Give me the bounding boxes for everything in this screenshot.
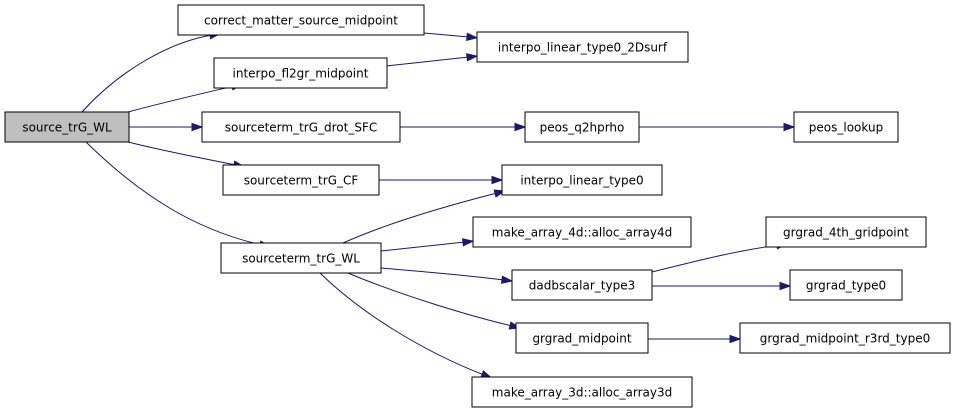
edge-n9-n16: [319, 272, 493, 379]
arrowhead: [783, 122, 796, 132]
nodes-layer: source_trG_WL correct_matter_source_midpo…: [4, 4, 951, 408]
node-grgrad-4th-gridpoint[interactable]: grgrad_4th_gridpoint: [765, 216, 927, 248]
node-correct-matter-source-midpoint[interactable]: correct_matter_source_midpoint: [177, 4, 425, 36]
node-box: [222, 164, 380, 196]
node-interpo-fl2gr-midpoint[interactable]: interpo_fl2gr_midpoint: [213, 57, 388, 89]
node-sourceterm-trg-wl[interactable]: sourceterm_trG_WL: [220, 242, 382, 274]
node-make-array-4d-alloc-array4d[interactable]: make_array_4d::alloc_array4d: [472, 216, 692, 248]
node-box: [4, 111, 130, 143]
arrowhead: [191, 122, 204, 132]
node-box: [472, 216, 692, 248]
edge-line: [423, 32, 470, 38]
edge-n7-n8: [379, 175, 504, 185]
edge-line: [127, 141, 237, 166]
arrowhead: [466, 53, 479, 62]
edge-line: [319, 272, 485, 376]
edge-n0-n4: [129, 122, 204, 132]
node-box: [739, 322, 951, 354]
edge-n14-n15: [648, 334, 742, 344]
edge-line: [380, 241, 466, 252]
node-label: sourceterm_trG_WL: [242, 252, 360, 266]
node-box: [524, 111, 640, 143]
node-label: grgrad_midpoint: [532, 332, 631, 346]
arrowhead: [500, 275, 514, 284]
arrowhead: [729, 334, 742, 344]
node-label: grgrad_midpoint_r3rd_type0: [760, 332, 930, 346]
node-source-trg-wl: source_trG_WL: [4, 111, 130, 143]
node-sourceterm-trg-drot-sfc[interactable]: sourceterm_trG_drot_SFC: [201, 111, 401, 143]
edge-n0-n7: [127, 141, 246, 169]
edge-n11-n13: [652, 281, 792, 291]
edge-line: [85, 141, 263, 246]
node-box: [476, 31, 689, 63]
node-label: sourceterm_trG_CF: [244, 174, 359, 188]
node-box: [201, 111, 401, 143]
node-peos-q2hprho[interactable]: peos_q2hprho: [524, 111, 640, 143]
node-box: [471, 376, 693, 408]
node-label: make_array_4d::alloc_array4d: [492, 226, 672, 240]
edge-line: [347, 272, 513, 327]
node-box: [765, 216, 927, 248]
node-box: [177, 4, 425, 36]
node-grgrad-midpoint[interactable]: grgrad_midpoint: [515, 322, 649, 354]
edge-n0-n1: [81, 31, 222, 113]
edge-n9-n11: [380, 267, 514, 284]
node-label: grgrad_4th_gridpoint: [783, 226, 909, 240]
node-label: grgrad_type0: [806, 279, 886, 293]
node-box: [501, 164, 663, 196]
node-grgrad-midpoint-r3rd-type0[interactable]: grgrad_midpoint_r3rd_type0: [739, 322, 951, 354]
node-dadbscalar-type3[interactable]: dadbscalar_type3: [511, 269, 653, 301]
edge-line: [380, 267, 505, 281]
edge-n4-n5: [400, 122, 527, 132]
edge-n9-n10: [380, 238, 475, 252]
node-interpo-linear-type0[interactable]: interpo_linear_type0: [501, 164, 663, 196]
node-label: interpo_linear_type0_2Dsurf: [498, 41, 668, 55]
node-box: [793, 111, 899, 143]
node-label: dadbscalar_type3: [529, 279, 635, 293]
arrowhead: [491, 175, 504, 185]
node-label: peos_q2hprho: [540, 121, 625, 135]
node-sourceterm-trg-cf[interactable]: sourceterm_trG_CF: [222, 164, 380, 196]
edge-line: [651, 244, 780, 273]
node-label: source_trG_WL: [22, 121, 112, 135]
edge-line: [127, 85, 235, 113]
arrowhead: [514, 122, 527, 132]
edge-n3-n2: [385, 53, 479, 67]
node-label: interpo_linear_type0: [520, 174, 643, 188]
edge-line: [385, 56, 470, 67]
arrowhead: [779, 281, 792, 291]
edge-line: [342, 192, 498, 244]
arrowhead: [462, 238, 475, 247]
edge-n5-n6: [639, 122, 796, 132]
node-label: make_array_3d::alloc_array3d: [492, 386, 672, 400]
edge-n9-n14: [347, 272, 522, 330]
node-box: [213, 57, 388, 89]
node-label: interpo_fl2gr_midpoint: [233, 67, 369, 81]
node-peos-lookup[interactable]: peos_lookup: [793, 111, 899, 143]
arrowhead: [466, 32, 479, 41]
node-label: peos_lookup: [809, 121, 883, 135]
edges-layer: [81, 31, 796, 379]
node-grgrad-type0[interactable]: grgrad_type0: [789, 269, 903, 301]
node-box: [511, 269, 653, 301]
node-label: correct_matter_source_midpoint: [204, 14, 398, 28]
node-box: [789, 269, 903, 301]
node-label: sourceterm_trG_drot_SFC: [225, 121, 378, 135]
node-make-array-3d-alloc-array3d[interactable]: make_array_3d::alloc_array3d: [471, 376, 693, 408]
node-box: [515, 322, 649, 354]
node-interpo-linear-type0-2dsurf[interactable]: interpo_linear_type0_2Dsurf: [476, 31, 689, 63]
edge-line: [81, 34, 213, 113]
node-box: [220, 242, 382, 274]
edge-n1-n2: [423, 32, 479, 41]
